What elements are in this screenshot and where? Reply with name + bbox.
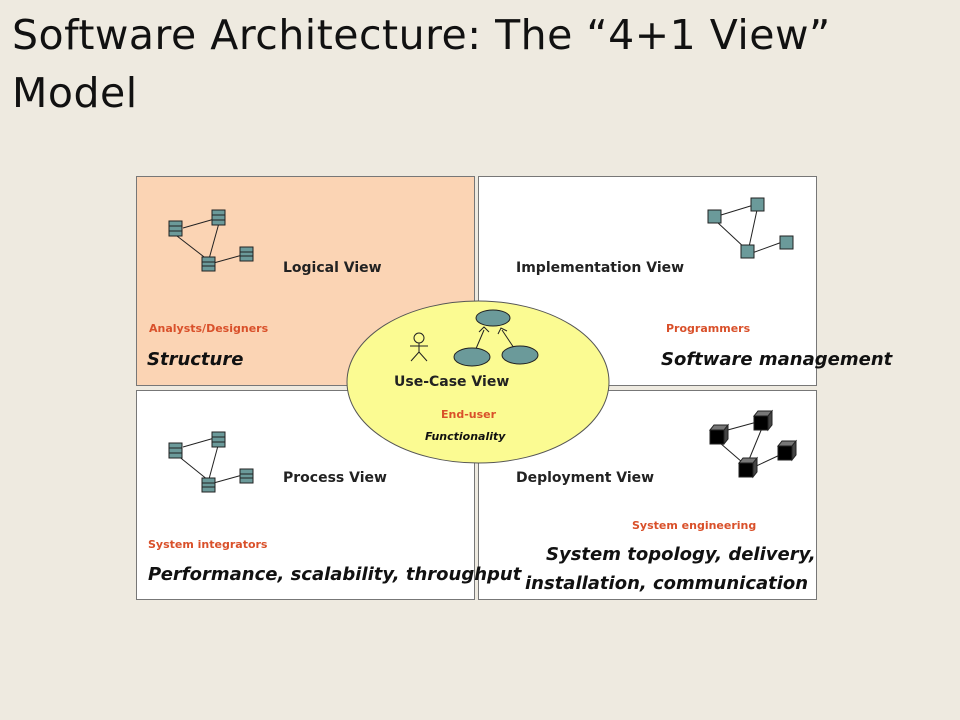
implementation-concern: Software management — [661, 349, 893, 370]
implementation-view-label: Implementation View — [516, 260, 685, 276]
page-title: Software Architecture: The “4+1 View” Mo… — [12, 11, 831, 117]
actor-usecase-icon — [410, 309, 539, 367]
use-case-view-ellipse — [346, 300, 610, 464]
logical-stakeholder: Analysts/Designers — [149, 322, 269, 335]
process-view-label: Process View — [283, 470, 387, 486]
usecase-concern: Functionality — [425, 430, 506, 443]
logical-concern: Structure — [147, 349, 244, 370]
deployment-view-label: Deployment View — [516, 470, 655, 486]
class-diagram-icon — [168, 209, 254, 272]
deployment-concern-line1: System topology, delivery, — [546, 544, 816, 565]
class-diagram-icon — [168, 431, 254, 493]
process-stakeholder: System integrators — [148, 538, 268, 551]
process-concern: Performance, scalability, throughput — [148, 564, 522, 585]
usecase-view-label: Use-Case View — [394, 374, 510, 390]
deployment-stakeholder: System engineering — [632, 519, 757, 532]
logical-view-label: Logical View — [283, 260, 382, 276]
implementation-stakeholder: Programmers — [666, 322, 751, 335]
node-diagram-icon — [708, 409, 798, 479]
deployment-concern-line2: installation, communication — [525, 573, 809, 594]
usecase-stakeholder: End-user — [441, 408, 497, 421]
component-diagram-icon — [707, 197, 794, 259]
